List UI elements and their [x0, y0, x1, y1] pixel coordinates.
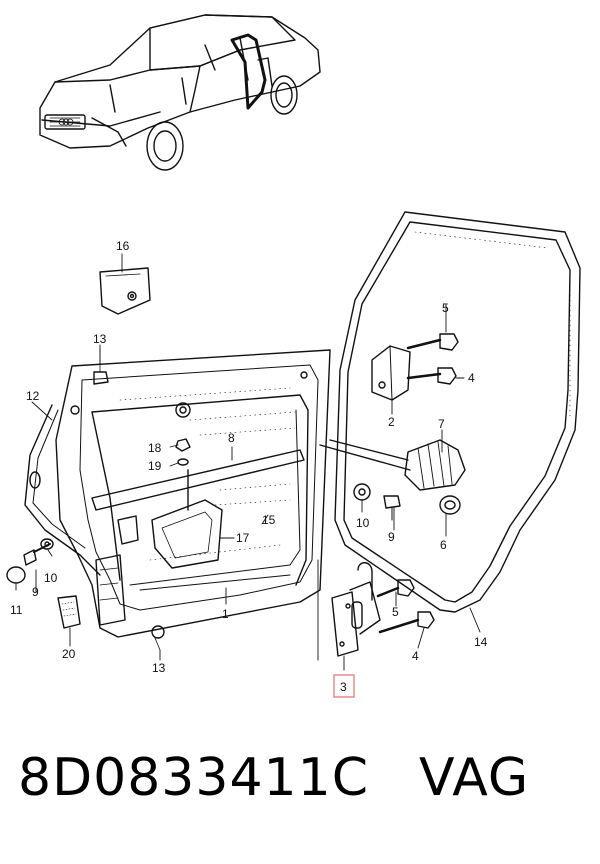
washer-10-left: [40, 538, 54, 550]
bolt-4-lower: [378, 611, 435, 634]
callout-11: 11: [10, 603, 23, 617]
door-inner-panel: [55, 349, 331, 638]
callout-4-lower: 4: [412, 649, 419, 663]
callout-5-upper: 5: [442, 301, 449, 315]
callout-16: 16: [116, 239, 130, 253]
callout-10-right: 10: [356, 516, 370, 530]
bolt-9-left: [23, 543, 51, 566]
brand-name: VAG: [419, 748, 530, 808]
callout-9-right: 9: [388, 530, 395, 544]
hinge-upper-2: [371, 345, 411, 401]
callout-20: 20: [62, 647, 76, 661]
bolt-4-upper: [406, 367, 457, 385]
callout-13-bottom: 13: [152, 661, 166, 675]
door-side-seal: [24, 404, 101, 576]
door-seal-14: [334, 211, 581, 613]
callout-8: 8: [228, 431, 235, 445]
callout-5-lower: 5: [392, 605, 399, 619]
callout-3: 3: [340, 680, 347, 694]
cap-11: [6, 566, 26, 584]
callout-14: 14: [474, 635, 488, 649]
hinge-lower-3: [331, 562, 381, 657]
washer-19: [177, 458, 189, 466]
callout-17: 17: [236, 531, 250, 545]
leader-lines: [15, 253, 481, 671]
screw-13-bottom: [151, 625, 165, 651]
hinge-cover-16: [99, 267, 151, 315]
callout-2: 2: [388, 415, 395, 429]
car-illustration: [39, 14, 321, 171]
grommet-6: [439, 495, 461, 515]
callout-3-highlight: [333, 674, 355, 698]
callout-4-upper: 4: [468, 371, 475, 385]
callout-7: 7: [438, 417, 445, 431]
washer-10-right: [353, 483, 371, 501]
callout-6: 6: [440, 538, 447, 552]
bolt-5-upper: [406, 333, 459, 351]
callout-12: 12: [26, 389, 40, 403]
callout-18: 18: [148, 441, 162, 455]
part-number: 8D0833411C: [18, 748, 370, 808]
check-strap-boot-7: [319, 439, 466, 491]
bolt-9-right: [383, 495, 401, 521]
callout-1: 1: [222, 607, 229, 621]
callout-9-left: 9: [32, 585, 39, 599]
callout-19: 19: [148, 459, 162, 473]
callout-10-left: 10: [44, 571, 58, 585]
nut-18: [175, 438, 191, 452]
callout-13-top: 13: [93, 332, 107, 346]
callout-15: 15: [262, 513, 276, 527]
tag-20: [57, 595, 81, 629]
bolt-5-lower: [376, 579, 415, 598]
